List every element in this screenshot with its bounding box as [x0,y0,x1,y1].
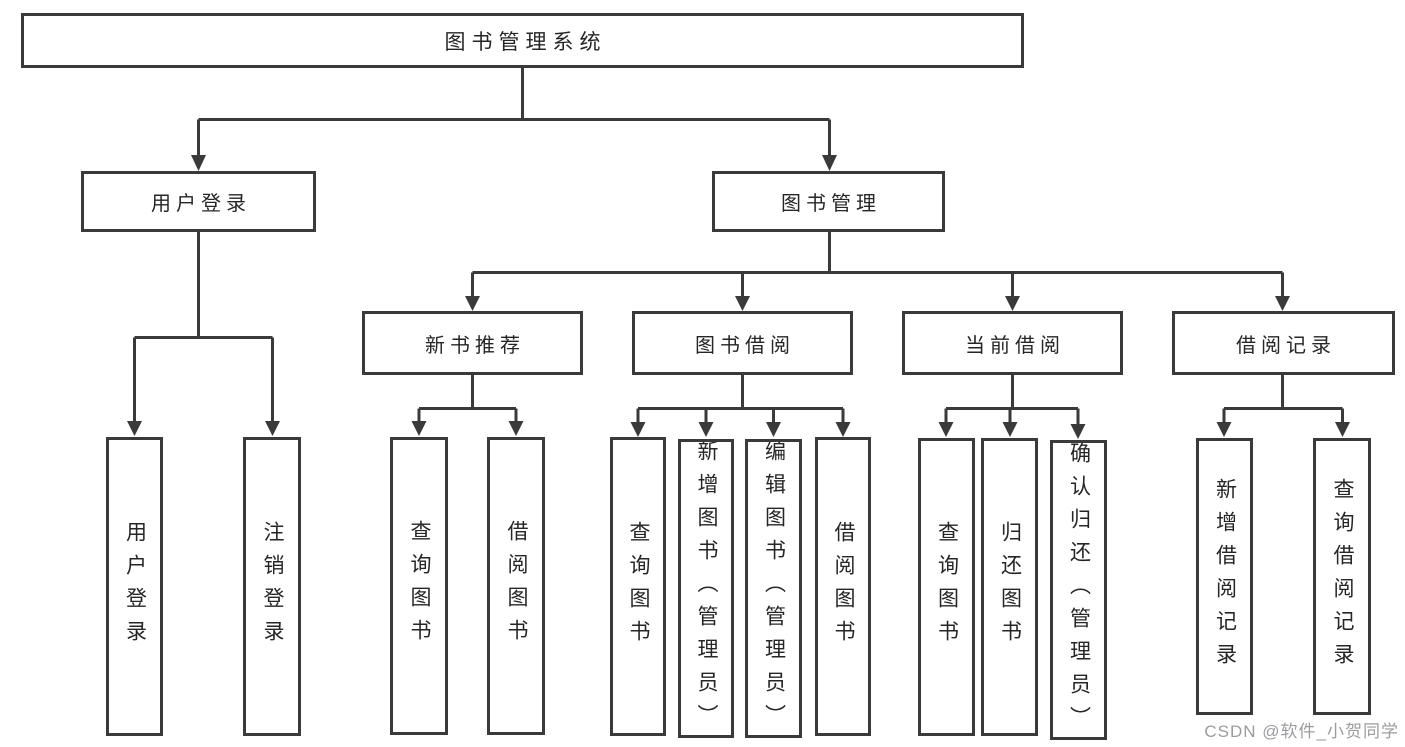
node-leaf-query-books-current: 查询图书 [918,438,975,736]
connector-root-to-level2 [197,67,831,156]
node-leaf-return-books: 归还图书 [981,438,1038,736]
node-leaf-confirm-return-admin: 确认归还（管理员） [1050,440,1107,740]
node-leaf-query-books-borrow: 查询图书 [610,437,666,736]
node-user-login: 用户登录 [81,171,316,232]
node-leaf-query-borrow-record: 查询借阅记录 [1313,438,1371,715]
connector-bookmgmt-children [471,232,1284,297]
node-book-borrowing: 图书借阅 [632,311,853,375]
node-leaf-edit-book-admin: 编辑图书（管理员） [745,439,802,738]
node-library-management-system: 图书管理系统 [21,13,1024,68]
connector-bookborrow-children [636,375,845,423]
node-new-book-recommendation: 新书推荐 [362,311,583,375]
node-leaf-add-borrow-record: 新增借阅记录 [1196,438,1253,715]
csdn-watermark: CSDN @软件_小贺同学 [1204,722,1399,741]
node-borrowing-records: 借阅记录 [1172,311,1395,375]
node-leaf-user-login: 用户登录 [106,437,163,736]
node-current-borrowing: 当前借阅 [902,311,1123,375]
connector-borrowrecords-children [1222,375,1344,423]
connector-newbook-children [417,375,518,422]
connector-userlogin-children [133,232,274,422]
node-leaf-logout: 注销登录 [243,437,301,736]
node-leaf-borrow-books: 借阅图书 [815,437,871,736]
node-leaf-query-books-recommend: 查询图书 [390,437,448,735]
connector-currentborrow-children [944,375,1080,425]
node-book-management: 图书管理 [712,171,945,232]
node-leaf-add-book-admin: 新增图书（管理员） [678,439,734,738]
node-leaf-borrow-books-recommend: 借阅图书 [487,437,545,735]
